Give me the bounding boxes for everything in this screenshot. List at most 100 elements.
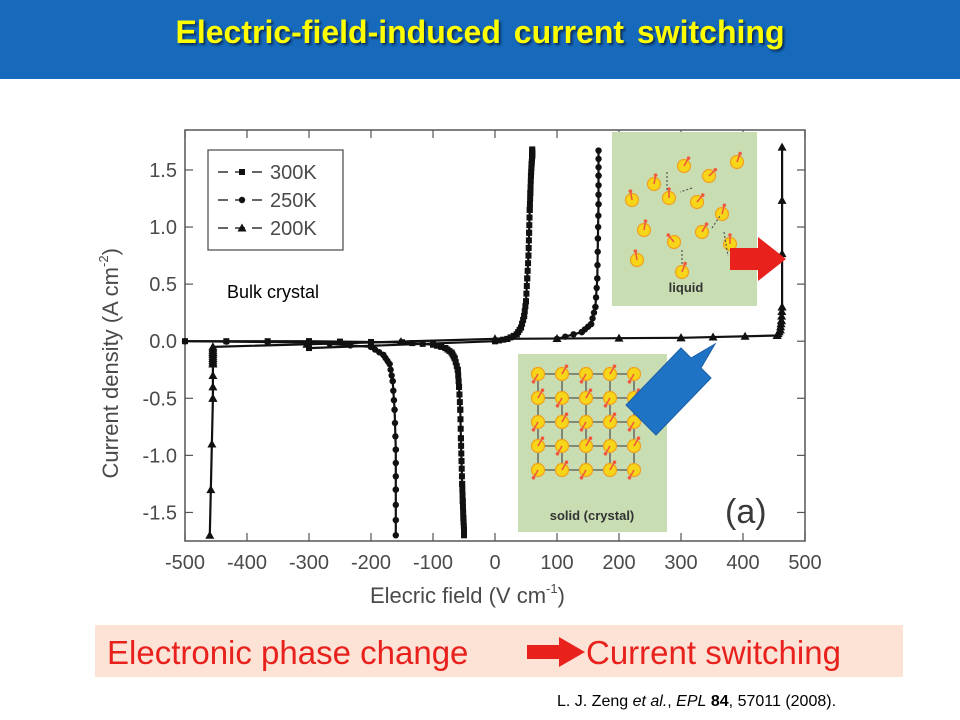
series-300K-positive-point xyxy=(510,332,517,339)
blue-diagonal-arrow-icon xyxy=(625,342,717,436)
series-300K-negative-point xyxy=(454,366,461,373)
citation-comma: , xyxy=(667,693,677,710)
y-axis-label: Current density (A cm-2) xyxy=(96,248,123,478)
y-axis-label-end: ) xyxy=(98,248,123,255)
red-right-arrow-icon xyxy=(527,637,585,667)
x-axis-label-main: Elecric field (V cm xyxy=(370,583,546,608)
x-axis-label-end: ) xyxy=(558,583,565,608)
series-300K-negative-point xyxy=(452,359,459,366)
series-300K-positive-point xyxy=(525,244,532,251)
spin-arrow-head xyxy=(603,451,608,456)
y-tick-label: 1.5 xyxy=(149,160,177,182)
series-200K-positive-point xyxy=(302,339,312,348)
series-250K-negative-point xyxy=(392,501,399,509)
series-200K-positive-point xyxy=(552,334,562,343)
solid-crystal-inset: solid (crystal) xyxy=(518,354,667,532)
spin-arrow-head xyxy=(683,261,687,266)
series-200K-negative-point xyxy=(208,359,218,368)
series-200K-positive-point xyxy=(396,337,406,346)
series-300K-positive-point xyxy=(527,184,534,191)
series-300K-positive-point xyxy=(496,337,503,344)
data-series xyxy=(181,142,787,539)
series-300K-negative-point xyxy=(451,355,458,362)
spin-arrow-head xyxy=(666,233,671,237)
spin-arrow-head xyxy=(564,460,569,465)
spin-arrow-head xyxy=(555,403,560,408)
series-200K-positive-point xyxy=(776,316,786,325)
series-300K-negative-point xyxy=(459,486,466,493)
series-300K-negative-point xyxy=(459,503,466,510)
series-300K-negative-point xyxy=(438,343,445,350)
legend-marker xyxy=(238,196,246,204)
series-250K-negative-point xyxy=(392,433,399,440)
series-200K-negative-point xyxy=(208,393,218,402)
spin-arrow-head xyxy=(667,187,671,191)
series-300K-negative-point xyxy=(460,509,467,516)
series-250K-negative-point xyxy=(392,459,399,467)
series-250K-positive-point xyxy=(595,201,602,208)
citation-rest: , 57011 (2008). xyxy=(728,693,837,710)
series-200K-positive-point xyxy=(490,334,500,343)
series-300K-positive-point xyxy=(526,206,533,213)
series-300K-negative-point xyxy=(409,340,416,347)
series-250K-positive-point xyxy=(592,294,600,301)
spin-arrow-head xyxy=(531,379,536,384)
spin-arrow-head xyxy=(588,436,593,441)
motion-path xyxy=(711,215,721,229)
series-300K-positive-point xyxy=(526,229,533,236)
series-300K-negative-point xyxy=(460,522,467,529)
series-300K-positive-point xyxy=(527,195,534,202)
series-250K-positive-point xyxy=(595,172,602,179)
slide-title: Electric-field-induced current switching xyxy=(175,14,785,50)
spin-arrow-head xyxy=(531,475,536,480)
series-300K-negative-point xyxy=(459,480,466,487)
spin-arrow-head xyxy=(612,412,617,417)
series-300K-negative-point xyxy=(453,362,460,369)
legend-label: 250K xyxy=(270,190,317,212)
series-300K-positive-point xyxy=(518,324,525,331)
spin-arrow-head xyxy=(564,364,569,369)
series-250K-negative-point xyxy=(392,473,399,480)
spin-arrow-head xyxy=(627,427,632,432)
spin-arrow-head xyxy=(728,233,732,237)
series-250K-positive-point xyxy=(590,309,598,316)
series-300K-negative-point xyxy=(458,473,465,480)
series-300K-positive-point xyxy=(524,275,531,282)
series-250K-negative-point xyxy=(387,366,394,373)
spin-arrow-head xyxy=(579,427,584,432)
series-250K-negative-point xyxy=(386,360,393,368)
series-250K-positive-point xyxy=(594,248,601,255)
spin-arrow-head xyxy=(628,189,633,193)
series-250K-negative-point xyxy=(391,406,398,413)
spin-arrow-head xyxy=(627,475,632,480)
y-tick-label: -0.5 xyxy=(143,388,177,410)
series-300K-positive-point xyxy=(519,320,526,327)
series-250K-positive-point xyxy=(595,155,602,163)
series-300K-positive-point xyxy=(528,168,535,175)
figure-arrows xyxy=(625,237,786,436)
series-200K-positive-point xyxy=(777,302,787,311)
legend-marker xyxy=(239,169,245,175)
spin-arrow-head xyxy=(653,173,658,177)
series-300K-positive-point xyxy=(525,260,532,267)
citation-volume: 84 xyxy=(710,693,729,710)
x-tick-label: -400 xyxy=(227,552,267,574)
series-300K-positive-point xyxy=(521,308,528,315)
y-tick-label: -1.0 xyxy=(143,445,177,467)
series-250K-positive-point xyxy=(595,191,602,198)
series-250K-negative-line xyxy=(184,340,397,536)
series-300K-positive-point xyxy=(306,345,312,352)
series-300K-positive-point xyxy=(523,290,530,297)
spin-arrow-head xyxy=(588,388,593,393)
x-tick-label: -500 xyxy=(165,552,205,574)
series-300K-negative-point xyxy=(458,465,465,472)
series-200K-positive-point xyxy=(740,331,750,340)
series-200K-positive-point xyxy=(777,311,787,320)
panel-label: (a) xyxy=(725,493,767,531)
red-right-arrow-icon xyxy=(730,237,786,281)
series-300K-negative-point xyxy=(457,406,464,413)
liquid-inset: liquid xyxy=(612,132,757,306)
x-tick-label: 0 xyxy=(489,552,500,574)
